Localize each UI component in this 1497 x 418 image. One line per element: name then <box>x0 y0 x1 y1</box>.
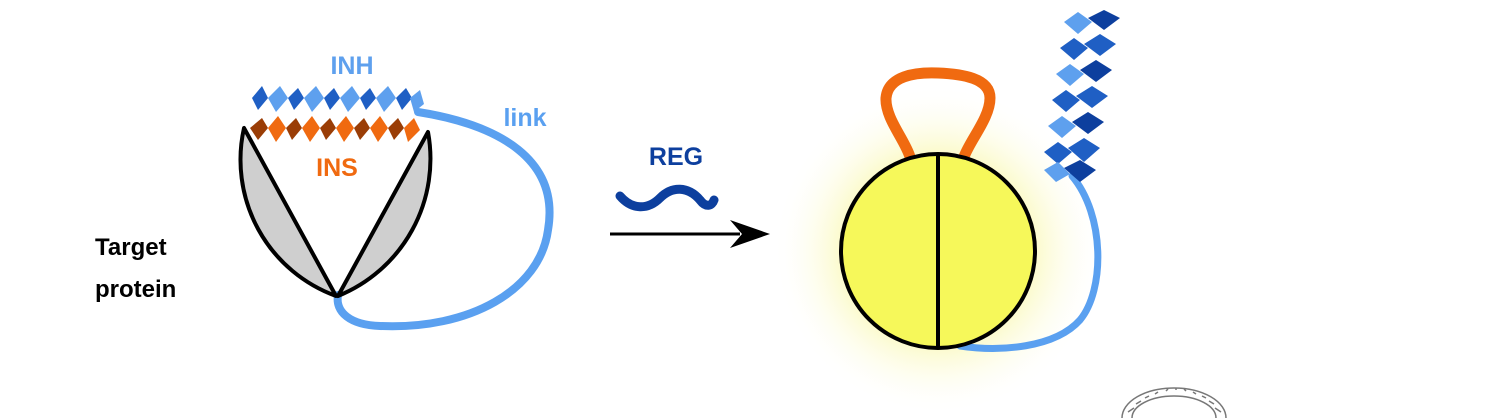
ins-loop <box>880 67 996 163</box>
active-complex <box>773 10 1120 415</box>
protein-lobe-right <box>336 130 433 298</box>
reaction-arrow-head <box>730 220 770 248</box>
regulator-step: REG <box>610 143 770 248</box>
reg-label: REG <box>649 143 703 171</box>
target-protein-label-line2: protein <box>95 276 176 303</box>
link-label: link <box>503 104 546 132</box>
ins-label: INS <box>316 154 358 182</box>
inactive-complex: INH INS link Target protein <box>95 52 554 331</box>
inh-helix <box>252 86 424 112</box>
link-linker <box>333 108 554 331</box>
target-protein-label-line1: Target <box>95 234 167 261</box>
reg-peptide <box>615 184 719 212</box>
inh-label: INH <box>330 52 373 80</box>
coiled-coil <box>1044 10 1120 182</box>
released-link <box>956 172 1102 352</box>
protein-lobe-left <box>238 126 338 298</box>
membrane-vesicle-fragment <box>1121 387 1227 418</box>
ins-helix <box>250 116 420 142</box>
